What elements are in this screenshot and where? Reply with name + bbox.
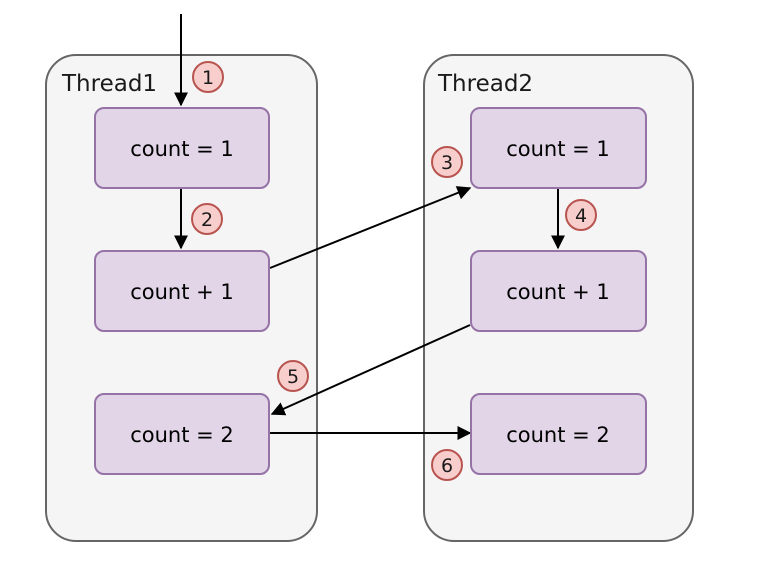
t2-node-increment-box [470, 250, 647, 332]
thread2-title: Thread2 [437, 71, 533, 97]
step-badge-6-circle [431, 449, 463, 481]
t2-node-write-box [470, 393, 647, 475]
thread1-title: Thread1 [61, 71, 157, 97]
step-badge-5-label: 5 [287, 366, 299, 388]
step-badge-2-label: 2 [201, 209, 213, 231]
step-badge-4: 4 [565, 199, 597, 231]
t1-node-write: count = 2 [94, 393, 270, 475]
t2-node-write: count = 2 [470, 393, 647, 475]
t1-node-read-label: count = 1 [130, 137, 234, 161]
step-badge-6: 6 [431, 449, 463, 481]
t1-node-increment-label: count + 1 [130, 280, 234, 304]
step-badge-1: 1 [192, 61, 224, 93]
t2-node-read-box [470, 107, 647, 189]
t2-node-write-label: count = 2 [506, 423, 610, 447]
t2-node-read-label: count = 1 [506, 137, 610, 161]
step-badge-3-circle [431, 146, 463, 178]
t1-node-write-label: count = 2 [130, 423, 234, 447]
t1-node-read-box [94, 107, 270, 189]
step-badge-6-label: 6 [441, 455, 453, 477]
edges [174, 14, 565, 440]
step-badge-1-label: 1 [202, 67, 214, 89]
t1-to-t2-read-arrow [269, 186, 472, 269]
t2-node-increment-label: count + 1 [506, 280, 610, 304]
step-badge-2: 2 [191, 203, 223, 235]
step-badge-3-label: 3 [441, 152, 453, 174]
step-badge-2-circle [191, 203, 223, 235]
step-badge-3: 3 [431, 146, 463, 178]
step-badge-1-circle [192, 61, 224, 93]
step-badge-4-circle [565, 199, 597, 231]
t2-node-read: count = 1 [470, 107, 647, 189]
t1-node-increment-box [94, 250, 270, 332]
t2-to-t1-write-arrow [270, 324, 471, 416]
t2-node-increment: count + 1 [470, 250, 647, 332]
step-badge-5-circle [277, 360, 309, 392]
step-badge-4-label: 4 [575, 205, 587, 227]
step-badge-5: 5 [277, 360, 309, 392]
t1-node-read: count = 1 [94, 107, 270, 189]
t1-node-write-box [94, 393, 270, 475]
t1-node-increment: count + 1 [94, 250, 270, 332]
